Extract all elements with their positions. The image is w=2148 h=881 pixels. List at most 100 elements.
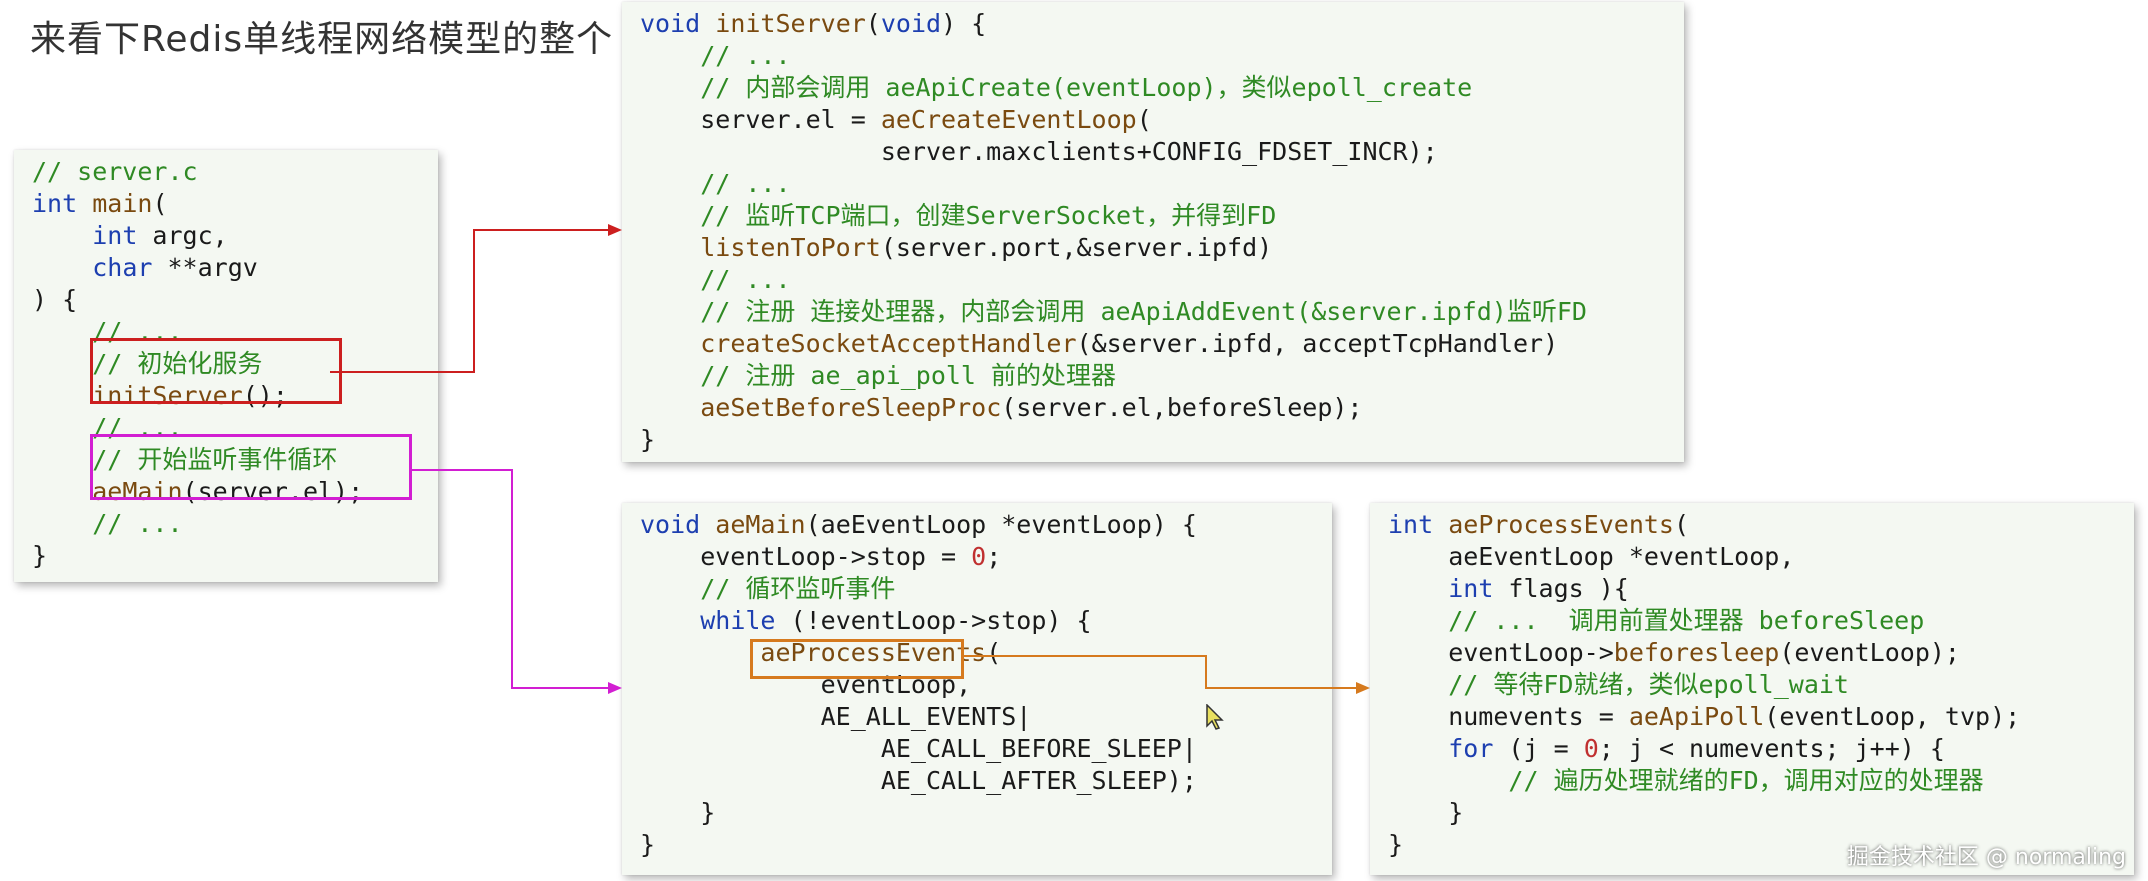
code-token: // 注册 连接处理器，内部会调用 aeApiAddEvent(&server.… (700, 297, 1587, 326)
code-token: // ... (700, 169, 791, 198)
code-line: // 监听TCP端口，创建ServerSocket，并得到FD (640, 201, 1276, 230)
code-token: 0 (971, 542, 987, 571)
code-token: } (32, 541, 48, 570)
code-line: // ... (32, 509, 183, 538)
code-token: // ... (92, 509, 183, 538)
code-token: for (1448, 734, 1494, 763)
code-token: // 遍历处理就绪的FD，调用对应的处理器 (1508, 766, 1984, 795)
code-token: (&server.ipfd, acceptTcpHandler) (1076, 329, 1559, 358)
arrow-to-init-server (330, 224, 622, 373)
code-token: (); (242, 381, 288, 410)
code-token: } (1388, 798, 1464, 827)
code-panel-server-main: // server.c int main( int argc, char **a… (14, 150, 438, 582)
code-token: // server.c (32, 157, 198, 186)
code-token: } (640, 798, 716, 827)
code-token: (server.el); (182, 477, 364, 506)
code-token: int (92, 221, 138, 250)
code-token: ) { (941, 9, 987, 38)
code-block-ae-process-events: int aeProcessEvents( aeEventLoop *eventL… (1388, 509, 2020, 861)
code-token: // 内部会调用 aeApiCreate(eventLoop)，类似epoll_… (700, 73, 1473, 102)
code-token: } (640, 830, 656, 859)
code-line: int argc, (32, 221, 227, 250)
code-line: aeSetBeforeSleepProc(server.el,beforeSle… (640, 393, 1362, 422)
code-token: } (1388, 830, 1404, 859)
code-token: // ... (700, 41, 791, 70)
code-line: for (j = 0; j < numevents; j++) { (1388, 734, 1945, 763)
code-line: char **argv (32, 253, 258, 282)
code-token: ( (865, 9, 881, 38)
code-token: server.el = (640, 105, 881, 134)
code-token: beforesleep (1613, 638, 1780, 667)
code-line: numevents = aeApiPoll(eventLoop, tvp); (1388, 702, 2020, 731)
code-token: (aeEventLoop *eventLoop) { (805, 510, 1197, 539)
code-token: (eventLoop, tvp); (1764, 702, 2021, 731)
code-token: main (92, 189, 153, 218)
code-token: while (700, 606, 776, 635)
code-token: numevents = (1388, 702, 1629, 731)
code-line: int aeProcessEvents( (1388, 510, 1689, 539)
code-line: AE_ALL_EVENTS| (640, 702, 1032, 731)
mouse-cursor-icon (1206, 704, 1224, 730)
code-line: // ... (640, 41, 791, 70)
code-line: void aeMain(aeEventLoop *eventLoop) { (640, 510, 1197, 539)
code-line: server.maxclients+CONFIG_FDSET_INCR); (640, 137, 1438, 166)
code-line: // 初始化服务 (32, 349, 262, 378)
code-token: initServer (92, 381, 243, 410)
code-line: ) { (32, 285, 77, 314)
highlight-ae-process-events (750, 639, 964, 679)
code-line: while (!eventLoop->stop) { (640, 606, 1092, 635)
code-token: aeMain (92, 477, 183, 506)
code-token: // 初始化服务 (92, 349, 263, 378)
code-token: int (1388, 510, 1434, 539)
code-token: int (32, 189, 78, 218)
code-token: AE_ALL_EVENTS| (640, 702, 1032, 731)
code-line: } (32, 541, 47, 570)
code-line: // 开始监听事件循环 (32, 445, 337, 474)
code-line: // ... (32, 413, 183, 442)
code-token: void (640, 9, 701, 38)
code-line: AE_CALL_BEFORE_SLEEP| (640, 734, 1197, 763)
code-token: 0 (1583, 734, 1599, 763)
code-block-server-main: // server.c int main( int argc, char **a… (32, 156, 363, 572)
code-token: initServer (715, 9, 866, 38)
code-token: aeProcessEvents (1448, 510, 1674, 539)
code-token: aeProcessEvents (760, 638, 987, 667)
code-line: // 注册 连接处理器，内部会调用 aeApiAddEvent(&server.… (640, 297, 1587, 326)
code-token: createSocketAcceptHandler (700, 329, 1077, 358)
code-block-ae-main: void aeMain(aeEventLoop *eventLoop) { ev… (640, 509, 1197, 861)
code-line: eventLoop->beforesleep(eventLoop); (1388, 638, 1960, 667)
code-token: // ... (92, 413, 183, 442)
code-token: void (640, 510, 701, 539)
code-token: ( (1136, 105, 1152, 134)
code-token: // 等待FD就绪，类似epoll_wait (1448, 670, 1849, 699)
code-line: server.el = aeCreateEventLoop( (640, 105, 1152, 134)
code-token: AE_CALL_BEFORE_SLEEP| (640, 734, 1197, 763)
code-token: (!eventLoop->stop) { (775, 606, 1092, 635)
code-token: eventLoop-> (1388, 638, 1614, 667)
code-line: } (1388, 798, 1463, 827)
code-line: aeEventLoop *eventLoop, (1388, 542, 1794, 571)
code-token: **argv (152, 253, 258, 282)
code-token: AE_CALL_AFTER_SLEEP); (640, 766, 1197, 795)
code-token: // ... 调用前置处理器 beforeSleep (1448, 606, 1925, 635)
code-block-init-server: void initServer(void) { // ... // 内部会调用 … (640, 8, 1587, 456)
code-line: // ... (32, 317, 182, 346)
code-token: ( (152, 189, 168, 218)
code-token: int (1448, 574, 1494, 603)
code-token: // 注册 ae_api_poll 前的处理器 (700, 361, 1117, 390)
code-token: flags ){ (1493, 574, 1629, 603)
code-line: } (640, 830, 655, 859)
code-token: eventLoop, (640, 670, 972, 699)
code-line: int main( (32, 189, 168, 218)
code-token: (server.port,&server.ipfd) (880, 233, 1273, 262)
code-line: // ... (640, 265, 790, 294)
code-token: // 开始监听事件循环 (92, 445, 338, 474)
code-token: ; (986, 542, 1002, 571)
highlight-ae-main (90, 434, 412, 500)
code-line: } (640, 425, 655, 454)
page-title: 来看下Redis单线程网络模型的整个 (30, 19, 614, 60)
code-token: void (880, 9, 942, 38)
code-token: server.maxclients+CONFIG_FDSET_INCR); (640, 137, 1438, 166)
code-token: listenToPort (700, 233, 881, 262)
